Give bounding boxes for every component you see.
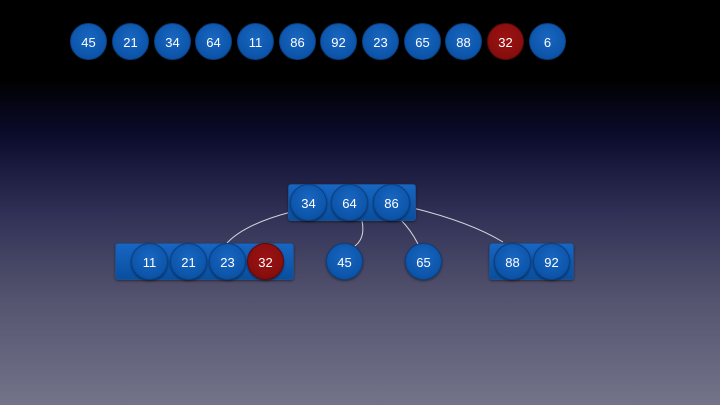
sequence-node: 86	[279, 23, 316, 60]
sequence-node: 11	[237, 23, 274, 60]
sequence-node: 21	[112, 23, 149, 60]
tree-key: 64	[331, 184, 368, 221]
edge-root-to-child-3	[399, 218, 419, 245]
sequence-node: 88	[445, 23, 482, 60]
sequence-node: 64	[195, 23, 232, 60]
tree-key: 92	[533, 243, 570, 280]
sequence-node: 92	[320, 23, 357, 60]
tree-key: 88	[494, 243, 531, 280]
sequence-node: 6	[529, 23, 566, 60]
sequence-node: 45	[70, 23, 107, 60]
edge-root-to-child-1	[226, 211, 292, 244]
tree-key: 21	[170, 243, 207, 280]
tree-key: 34	[290, 184, 327, 221]
sequence-node: 23	[362, 23, 399, 60]
tree-key: 23	[209, 243, 246, 280]
edge-root-to-child-4	[412, 207, 504, 243]
tree-child-node-2: 45	[326, 243, 363, 280]
tree-key-highlighted: 32	[247, 243, 284, 280]
tree-key: 11	[131, 243, 168, 280]
tree-child-node-3: 65	[405, 243, 442, 280]
edge-root-to-child-2	[351, 220, 364, 249]
sequence-node-highlighted: 32	[487, 23, 524, 60]
sequence-node: 34	[154, 23, 191, 60]
tree-key: 86	[373, 184, 410, 221]
sequence-node: 65	[404, 23, 441, 60]
